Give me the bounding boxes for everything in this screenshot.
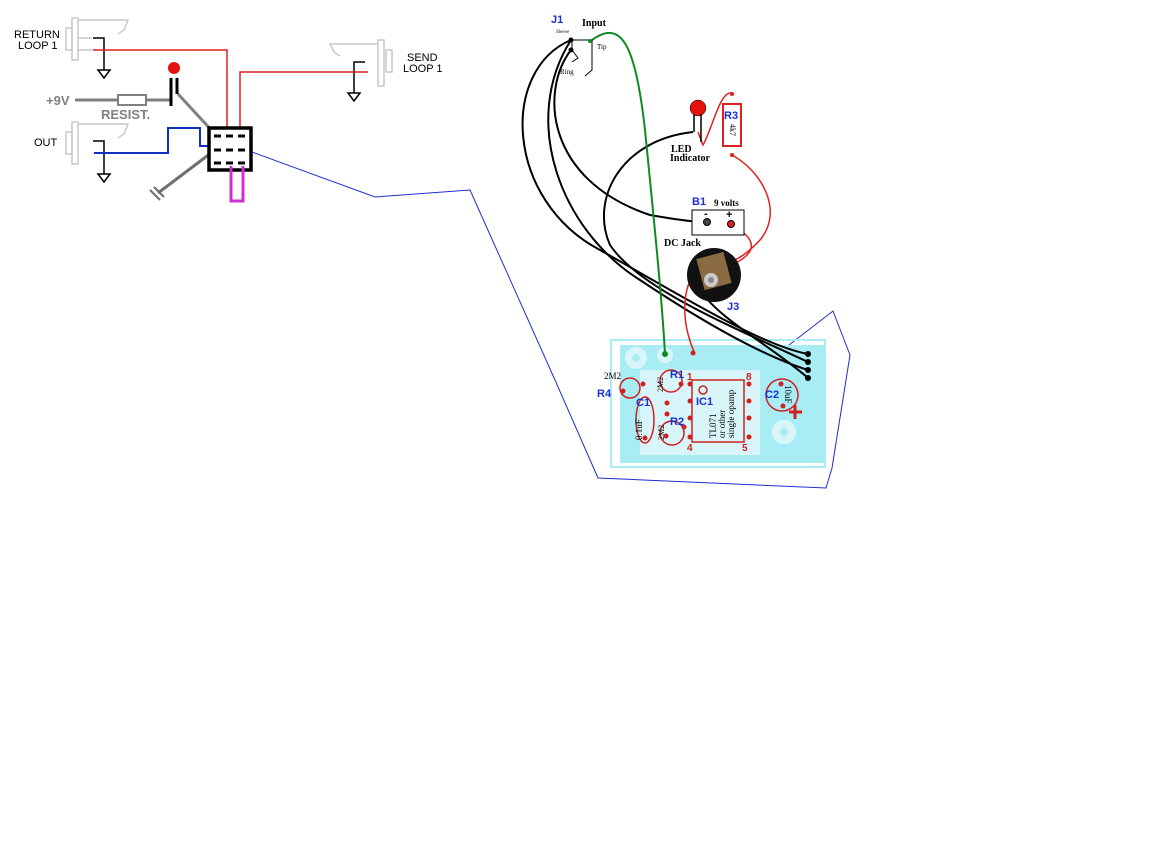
send-loop-jack [328,39,393,87]
pcb-components [619,369,802,446]
red-wires [93,49,368,128]
ic1-label: IC1 [696,396,713,408]
b1-label: B1 [692,196,706,208]
plus-9v-label: +9V [46,93,70,108]
pin8-label: 8 [746,372,752,383]
r4-value: 2M2 [604,371,621,381]
led-indicator [689,99,707,142]
ic-text-2: or other [717,410,727,438]
ic-text-3: single opamp [726,389,736,438]
dc-jack-label: DC Jack [664,238,701,249]
r1-value: 2M2 [656,377,665,392]
c2-label: C2 [765,389,779,401]
sleeve-label: Sleeve [556,30,570,35]
plus-label: + [726,209,732,221]
input-jack-j1 [568,37,593,77]
ic-text-1: TL071 [708,414,718,439]
pin1-label: 1 [687,372,693,383]
c1-value: 0.1uF [634,419,644,440]
volts-label: 9 volts [714,198,739,208]
return-loop-label: RETURN [14,29,60,41]
input-tip-wire [591,31,666,355]
resistor-icon [117,94,147,106]
pin5-label: 5 [742,443,748,454]
return-loop-label-2: LOOP 1 [18,40,58,52]
led-label: LED [671,144,692,155]
r2-value: 2M2 [657,425,666,440]
out-label: OUT [34,137,58,149]
pin4-label: 4 [687,443,693,454]
out-wire [94,127,232,154]
out-jack [65,121,130,165]
send-loop-label: SEND [407,52,438,64]
input-label: Input [582,18,607,29]
minus-label: - [704,208,708,220]
r1-label: R1 [670,369,684,381]
left-labels: RETURN LOOP 1 SEND LOOP 1 +9V RESIST. OU… [14,29,443,149]
pcb-pads [620,350,786,441]
c1-label: C1 [636,397,650,409]
footswitch [207,126,253,203]
r3-value: 4k7 [728,124,737,136]
resistor-led [75,62,217,136]
resistor-r3 [722,92,742,157]
ground-symbols [93,37,365,184]
resist-label: RESIST. [101,107,150,122]
r2-label: R2 [670,416,684,428]
tip-label: Tip [597,43,607,51]
j1-label: J1 [551,14,563,26]
switch-ground [149,148,216,201]
ring-label: Ring [560,68,574,76]
send-loop-label-2: LOOP 1 [403,63,443,75]
j3-label: J3 [727,301,739,313]
return-loop-jack [65,17,130,61]
r4-label: R4 [597,388,612,400]
black-wires [521,39,809,379]
battery-b1 [691,209,745,236]
led-icon [168,62,180,74]
wire-pads [805,351,811,381]
led-label-2: Indicator [670,153,711,164]
r3-label: R3 [724,110,738,122]
enclosure-outline [251,151,851,489]
c2-value: 10uF [783,385,793,404]
green-pad [662,351,668,357]
dc-jack-j3 [687,248,741,302]
pedal-labels: J1 Input Sleeve Tip Ring LED Indicator R… [551,14,793,454]
